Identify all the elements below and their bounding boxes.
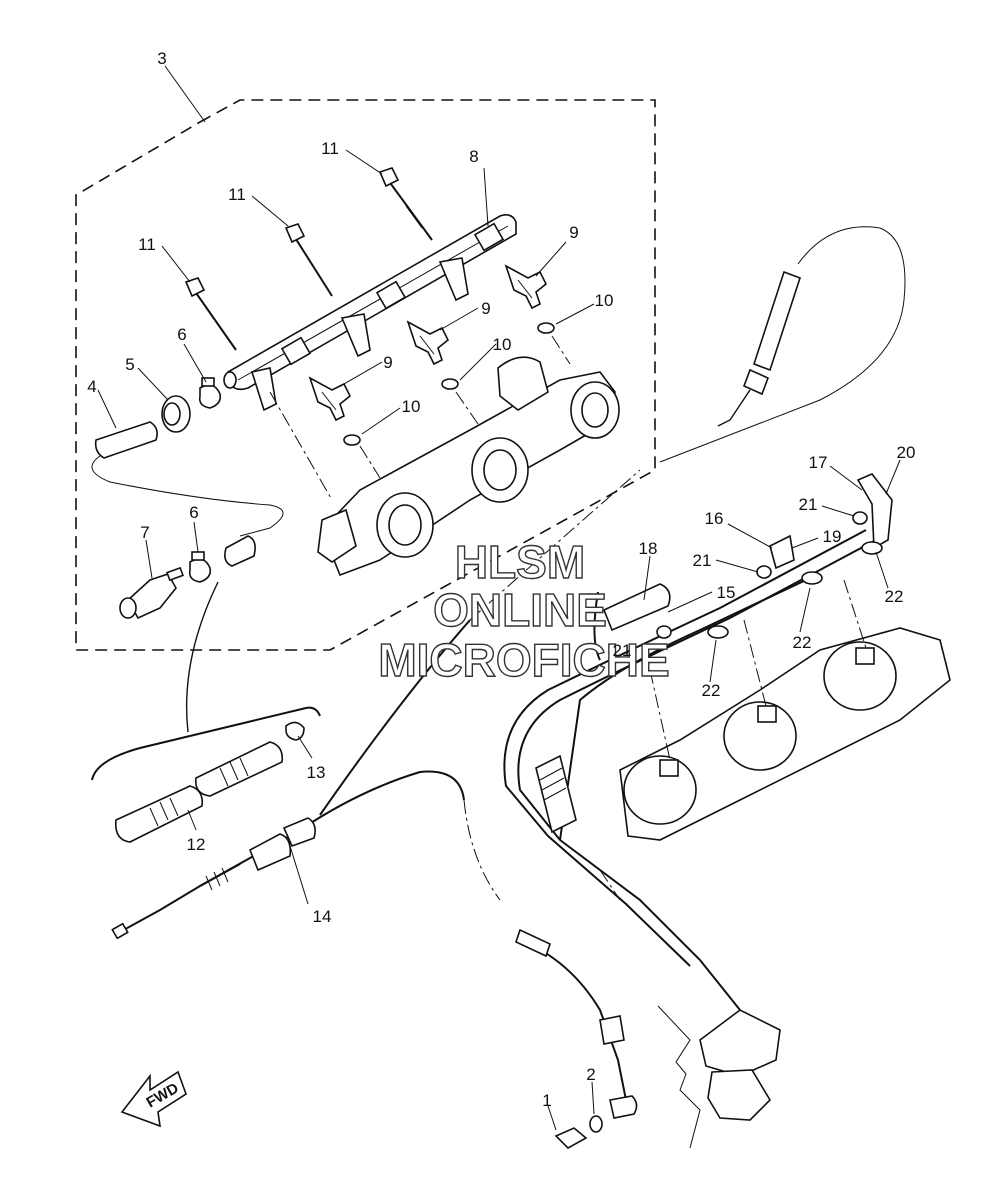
callout-9-a: 9 [569,223,578,242]
callout-21-b: 21 [693,551,712,570]
watermark: HLSM ONLINE MICROFICHE [378,535,671,686]
callout-17: 17 [809,453,828,472]
callout-15: 15 [717,583,736,602]
bolt-11-b [284,223,333,297]
clamp-6-a [198,377,222,409]
callout-12: 12 [187,835,206,854]
rail-bolts [184,167,433,351]
callout-1: 1 [542,1091,551,1110]
callout-3: 3 [157,49,166,68]
injector-c [308,376,352,422]
injector-b [406,320,450,366]
watermark-line-1: HLSM [455,536,585,588]
bolt-11-a [378,167,433,241]
o-rings [343,322,555,446]
callout-10-a: 10 [595,291,614,310]
callout-11-a: 11 [321,139,339,158]
callout-22-c: 22 [702,681,721,700]
watermark-line-3: MICROFICHE [378,634,669,686]
upper-sensor-hose [659,226,906,463]
hose-fittings [91,377,284,733]
callout-21-a: 21 [799,495,818,514]
callout-6-a: 6 [177,325,186,344]
callout-10-c: 10 [402,397,421,416]
bolt-11-c [184,277,237,351]
callout-2: 2 [586,1065,595,1084]
engine-block [619,579,951,841]
assembly-boundary [75,65,656,651]
injector-a [504,264,548,310]
injectors [308,264,548,422]
throttle-body [269,335,620,577]
oil-pump [515,869,781,1149]
callout-22-a: 22 [885,587,904,606]
leader-lines [97,149,901,1131]
regulator-7 [119,566,184,620]
grommet-5 [161,395,191,433]
bolt-1-washer-2 [554,1115,603,1149]
callout-8: 8 [469,147,478,166]
clip-13 [285,721,305,741]
callout-9-c: 9 [383,353,392,372]
callout-9-b: 9 [481,299,490,318]
callout-21-c: 21 [613,641,632,660]
watermark-line-2: ONLINE [433,584,607,636]
nipple [224,535,256,567]
hose-4 [91,421,284,537]
callout-20: 20 [897,443,916,462]
callout-4: 4 [87,377,96,396]
fuel-rail [223,214,517,412]
callout-6-b: 6 [189,503,198,522]
callout-7: 7 [140,523,149,542]
callout-16: 16 [705,509,724,528]
callout-22-b: 22 [793,633,812,652]
inset-detail [91,706,321,843]
callout-10-b: 10 [493,335,512,354]
callout-11-c: 11 [138,235,156,254]
callout-13: 13 [307,763,326,782]
callout-labels: 3 8 11 11 11 9 9 9 10 10 10 6 6 5 4 7 13… [87,49,915,1110]
clamp-6-b [188,551,212,583]
coupler-12 [114,741,284,843]
callout-14: 14 [313,907,332,926]
callout-19: 19 [823,527,842,546]
callout-5: 5 [125,355,134,374]
callout-18: 18 [639,539,658,558]
callout-11-b: 11 [228,185,246,204]
throttle-cable-14 [111,469,641,940]
fwd-arrow-icon: FWD [120,1070,187,1128]
